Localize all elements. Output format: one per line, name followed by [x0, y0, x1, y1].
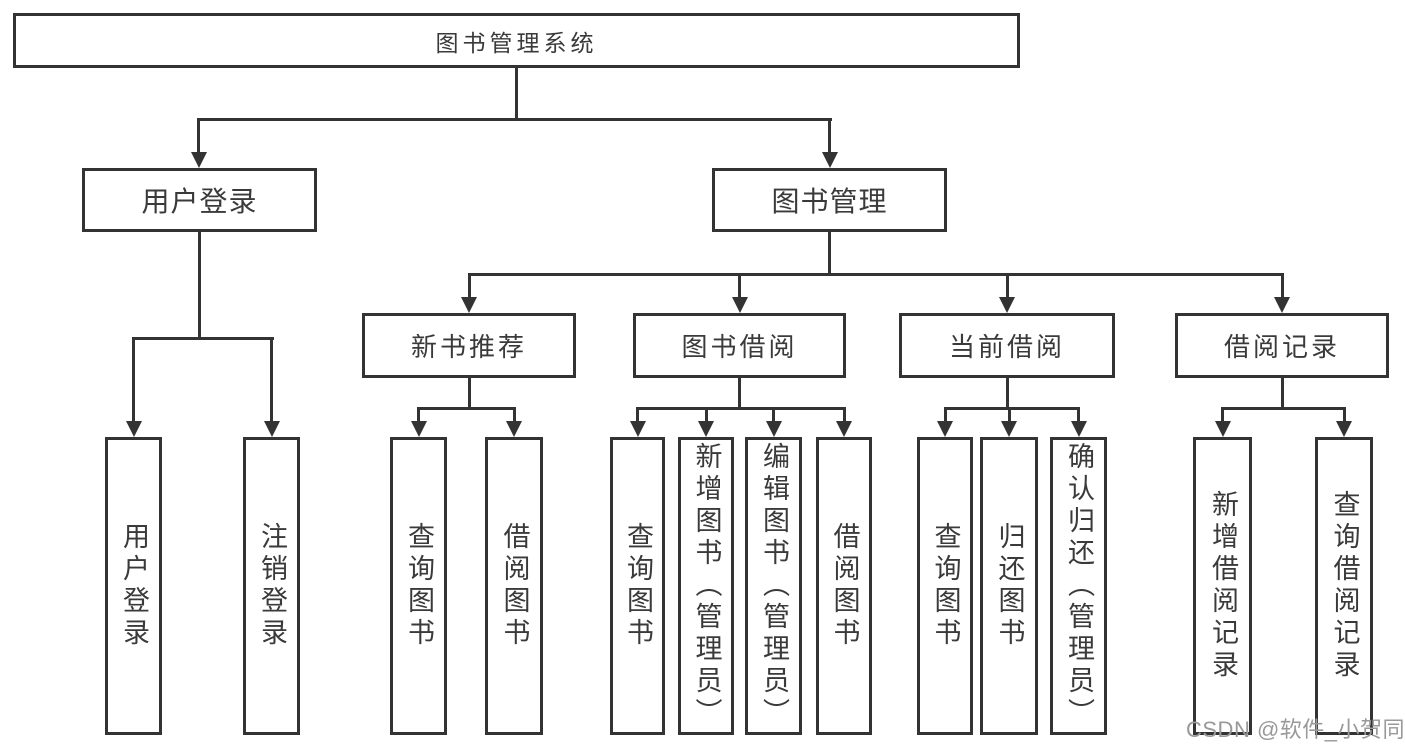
arrow-shaft	[1221, 407, 1224, 423]
arrow-shaft	[467, 273, 471, 299]
arrow-shaft	[512, 407, 516, 423]
leaf-label: 借阅图书	[829, 522, 860, 650]
arrow-shaft	[1007, 407, 1011, 423]
arrow-down-icon	[999, 297, 1015, 313]
leaf-recommend-borrow-book: 借阅图书	[485, 437, 543, 735]
arrow-shaft	[828, 118, 831, 156]
arrow-down-icon	[765, 421, 782, 437]
h-line	[197, 118, 832, 121]
arrow-down-icon	[698, 421, 714, 437]
leaf-user-login: 用户登录	[105, 437, 162, 735]
v-line	[1280, 378, 1284, 410]
leaf-borrow-add-book-admin: 新增图书（管理员）	[678, 437, 734, 735]
node-current-borrow: 当前借阅	[899, 313, 1115, 378]
leaf-label: 用户登录	[119, 522, 149, 650]
leaf-borrow-query-book: 查询图书	[610, 437, 665, 735]
leaf-label: 查询图书	[623, 522, 653, 650]
arrow-down-icon	[937, 421, 953, 437]
leaf-current-query-book: 查询图书	[917, 437, 973, 735]
leaf-label: 查询图书	[404, 522, 434, 650]
node-book-management: 图书管理	[712, 168, 947, 232]
v-line	[738, 378, 741, 410]
arrow-down-icon	[461, 297, 477, 313]
leaf-current-confirm-return-admin: 确认归还（管理员）	[1050, 437, 1107, 735]
arrow-shaft	[772, 407, 775, 423]
h-line	[132, 337, 274, 340]
arrow-down-icon	[410, 421, 427, 437]
v-line	[515, 68, 518, 121]
leaf-current-return-book: 归还图书	[980, 437, 1038, 735]
csdn-watermark: CSDN @软件_小贺同学	[1186, 717, 1405, 742]
arrow-down-icon	[263, 421, 280, 437]
arrow-shaft	[1077, 407, 1080, 423]
arrow-shaft	[417, 407, 420, 423]
arrow-down-icon	[731, 297, 748, 313]
arrow-down-icon	[1001, 421, 1017, 437]
leaf-records-add-record: 新增借阅记录	[1193, 437, 1252, 735]
v-line	[467, 378, 471, 410]
arrow-shaft	[1342, 407, 1346, 423]
leaf-label: 确认归还（管理员）	[1064, 442, 1094, 730]
arrow-shaft	[738, 273, 741, 299]
leaf-label: 注销登录	[257, 522, 287, 650]
node-user-login: 用户登录	[82, 168, 317, 232]
leaf-borrow-edit-book-admin: 编辑图书（管理员）	[745, 437, 802, 735]
arrow-down-icon	[1214, 421, 1231, 437]
v-line	[198, 232, 201, 340]
h-line	[1221, 407, 1346, 410]
arrow-down-icon	[1070, 421, 1087, 437]
h-line	[467, 273, 1284, 276]
arrow-down-icon	[629, 421, 646, 437]
arrow-down-icon	[125, 421, 142, 437]
leaf-label: 归还图书	[994, 522, 1025, 650]
arrow-shaft	[704, 407, 708, 423]
node-root-system: 图书管理系统	[13, 13, 1020, 68]
leaf-label: 查询借阅记录	[1329, 490, 1360, 682]
arrow-down-icon	[1336, 421, 1352, 437]
v-line	[828, 232, 831, 276]
arrow-shaft	[270, 337, 273, 423]
v-line	[1005, 378, 1009, 410]
arrow-down-icon	[821, 152, 838, 168]
leaf-label: 新增图书（管理员）	[691, 442, 722, 730]
h-line	[417, 407, 516, 410]
leaf-label: 查询图书	[930, 522, 961, 650]
arrow-shaft	[132, 337, 135, 423]
arrow-down-icon	[1274, 297, 1290, 313]
leaf-records-query-record: 查询借阅记录	[1315, 437, 1373, 735]
h-line	[943, 407, 1080, 410]
leaf-recommend-query-book: 查询图书	[390, 437, 447, 735]
arrow-down-icon	[190, 152, 207, 168]
node-new-book-recommend: 新书推荐	[362, 313, 576, 378]
leaf-borrow-borrow-book: 借阅图书	[816, 437, 872, 735]
leaf-label: 新增借阅记录	[1208, 490, 1238, 682]
arrow-shaft	[1280, 273, 1284, 299]
arrow-shaft	[943, 407, 947, 423]
leaf-logout: 注销登录	[243, 437, 300, 735]
arrow-shaft	[842, 407, 846, 423]
h-line	[636, 407, 846, 410]
leaf-label: 借阅图书	[499, 522, 530, 650]
arrow-shaft	[636, 407, 639, 423]
node-book-borrow: 图书借阅	[633, 313, 846, 378]
arrow-shaft	[1005, 273, 1009, 299]
arrow-down-icon	[506, 421, 522, 437]
arrow-down-icon	[836, 421, 852, 437]
node-borrow-records: 借阅记录	[1175, 313, 1389, 378]
leaf-label: 编辑图书（管理员）	[759, 442, 789, 730]
arrow-shaft	[197, 118, 200, 156]
